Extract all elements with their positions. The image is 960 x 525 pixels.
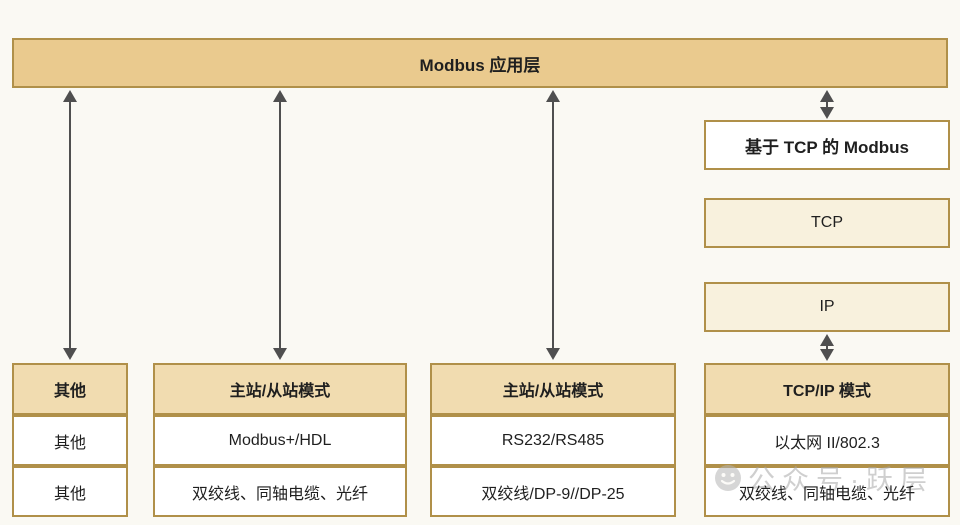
modbus-over-tcp-box: 基于 TCP 的 Modbus — [704, 120, 950, 170]
arrowhead-down-icon — [273, 348, 287, 360]
application-layer-label: Modbus 应用层 — [419, 55, 541, 75]
ip-box: IP — [704, 282, 950, 332]
double-arrow-column-other — [63, 90, 77, 360]
arrowhead-down-icon — [820, 349, 834, 361]
double-arrow-column-modbus-plus — [273, 90, 287, 360]
arrowhead-down-icon — [63, 348, 77, 360]
column-cell: 以太网 II/802.3 — [704, 415, 950, 466]
arrowhead-up-icon — [63, 90, 77, 102]
arrowhead-up-icon — [820, 334, 834, 346]
arrowhead-up-icon — [546, 90, 560, 102]
arrowhead-up-icon — [820, 90, 834, 102]
column-header: TCP/IP 模式 — [704, 363, 950, 415]
column-cell: 双绞线、同轴电缆、光纤 — [153, 466, 407, 517]
column-modbus-plus: 主站/从站模式 Modbus+/HDL 双绞线、同轴电缆、光纤 — [153, 363, 407, 517]
column-cell: 双绞线/DP-9//DP-25 — [430, 466, 676, 517]
application-layer-box: Modbus 应用层 — [12, 38, 948, 88]
column-header: 主站/从站模式 — [430, 363, 676, 415]
arrowhead-down-icon — [546, 348, 560, 360]
column-cell: 其他 — [12, 415, 128, 466]
column-cell: Modbus+/HDL — [153, 415, 407, 466]
column-cell: RS232/RS485 — [430, 415, 676, 466]
column-other: 其他 其他 其他 — [12, 363, 128, 517]
column-serial: 主站/从站模式 RS232/RS485 双绞线/DP-9//DP-25 — [430, 363, 676, 517]
column-header: 其他 — [12, 363, 128, 415]
arrowhead-down-icon — [820, 107, 834, 119]
double-arrow-bar-to-modbus-tcp — [820, 90, 834, 119]
tcp-box: TCP — [704, 198, 950, 248]
column-header: 主站/从站模式 — [153, 363, 407, 415]
column-cell: 双绞线、同轴电缆、光纤 — [704, 466, 950, 517]
column-cell: 其他 — [12, 466, 128, 517]
arrowhead-up-icon — [273, 90, 287, 102]
double-arrow-column-serial — [546, 90, 560, 360]
double-arrow-ip-to-tcpip-column — [820, 334, 834, 361]
column-tcpip: TCP/IP 模式 以太网 II/802.3 双绞线、同轴电缆、光纤 — [704, 363, 950, 517]
